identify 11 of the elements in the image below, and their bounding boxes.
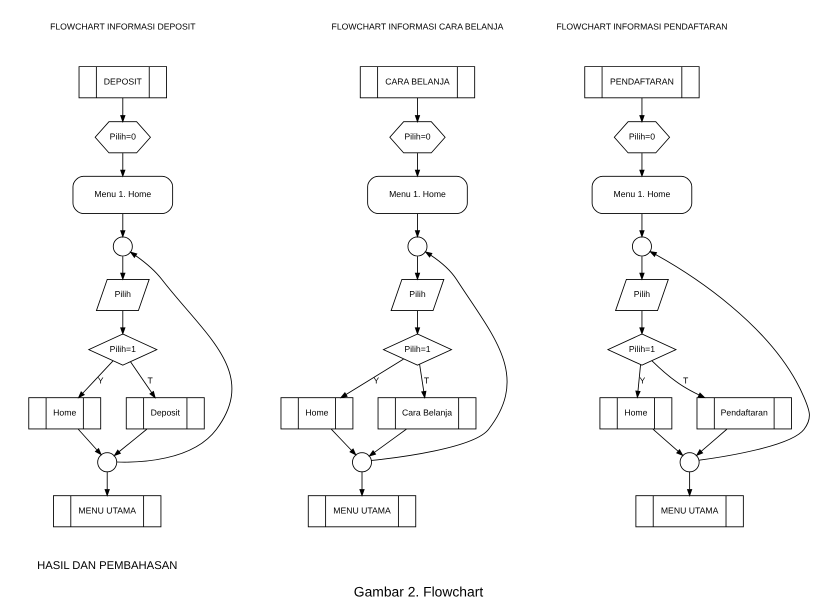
label: FLOWCHART INFORMASI PENDAFTARAN <box>556 21 728 32</box>
edge-label: T <box>682 375 688 386</box>
label: FLOWCHART INFORMASI DEPOSIT <box>50 21 196 32</box>
label: FLOWCHART INFORMASI CARA BELANJA <box>331 21 503 32</box>
label: HASIL DAN PEMBAHASAN <box>36 560 177 572</box>
edge-label: Y <box>372 375 379 386</box>
edge-label: T <box>423 375 429 386</box>
edge-label: Y <box>638 375 645 386</box>
edge-label: Y <box>97 375 104 386</box>
caption: Gambar 2. Flowchart <box>353 583 483 600</box>
edge-label: T <box>146 375 152 386</box>
